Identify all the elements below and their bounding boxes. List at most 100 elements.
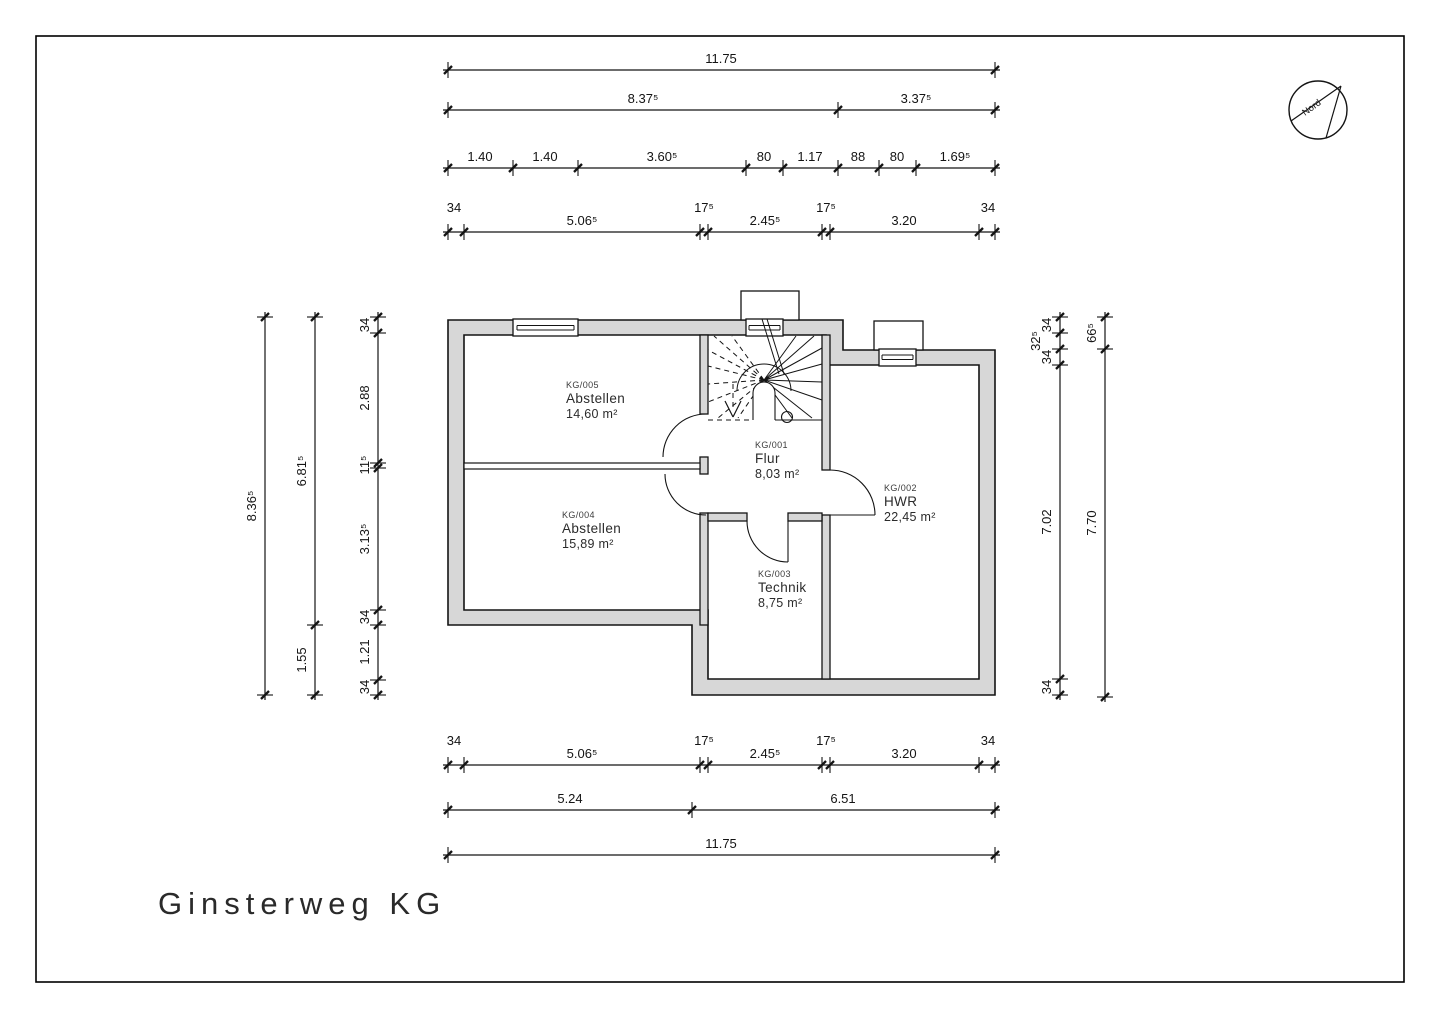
dimension-label: 6.51 <box>830 791 856 806</box>
dimension-line <box>373 620 383 630</box>
dimension-label: 80 <box>889 149 905 164</box>
dimension-label: 11.75 <box>705 836 737 851</box>
room-name: Abstellen <box>562 521 622 536</box>
dimension-line <box>443 105 453 115</box>
room-area: 8,75 m² <box>758 596 803 610</box>
dimension-line <box>443 760 453 770</box>
dimension-label: 17⁵ <box>816 733 836 748</box>
room-id: KG/002 <box>884 483 917 493</box>
room-label-abstellen-005: KG/005 Abstellen 14,60 m² <box>566 380 625 421</box>
partition-wall <box>463 462 701 470</box>
windows <box>512 290 924 367</box>
dimension-line <box>1100 344 1110 354</box>
dimension-label: 32⁵ <box>1028 331 1043 351</box>
door-arc-hwr <box>829 469 876 516</box>
dimension-line <box>1100 692 1110 702</box>
dimension-label: 34 <box>357 679 372 695</box>
dimension-label: 34 <box>446 733 462 748</box>
dimension-label: 66⁵ <box>1084 323 1099 343</box>
dimension-line <box>1055 312 1065 322</box>
dimension-label: 3.60⁵ <box>646 149 678 164</box>
dimension-label: 34 <box>1039 679 1054 695</box>
room-id: KG/004 <box>562 510 595 520</box>
dimension-label: 11⁵ <box>357 455 372 475</box>
stair-treads-upper-dashed <box>707 335 765 421</box>
dimension-line <box>990 105 1000 115</box>
staircase <box>707 318 823 424</box>
dimension-line <box>310 312 320 322</box>
room-id: KG/005 <box>566 380 599 390</box>
dimension-line <box>990 760 1000 770</box>
dimension-line <box>373 675 383 685</box>
dimension-line <box>974 760 984 770</box>
dimension-label: 17⁵ <box>816 200 836 215</box>
dimension-line <box>459 227 469 237</box>
window-abstellen <box>512 318 579 337</box>
dimension-label: 1.40 <box>467 149 493 164</box>
dimension-line <box>990 65 1000 75</box>
dimension-label: 7.70 <box>1084 510 1099 536</box>
dimension-label: 34 <box>1039 317 1054 333</box>
dimension-label: 5.06⁵ <box>566 746 598 761</box>
dimension-line <box>817 227 827 237</box>
dimension-line <box>260 690 270 700</box>
dimension-label: 34 <box>446 200 462 215</box>
dimension-label: 80 <box>756 149 772 164</box>
dimension-label: 5.24 <box>557 791 583 806</box>
dimension-line <box>1055 344 1065 354</box>
dimension-label: 1.17 <box>797 149 823 164</box>
room-area: 14,60 m² <box>566 407 618 421</box>
dimension-label: 3.20 <box>891 746 917 761</box>
room-label-abstellen-004: KG/004 Abstellen 15,89 m² <box>562 510 621 551</box>
door-arc-technik <box>746 520 789 563</box>
dimension-line <box>990 805 1000 815</box>
dimension-line <box>260 312 270 322</box>
room-area: 22,45 m² <box>884 510 936 524</box>
dimension-line <box>911 163 921 173</box>
dimension-line <box>974 227 984 237</box>
room-name: Abstellen <box>566 391 626 406</box>
dimension-label: 34 <box>980 200 996 215</box>
sheet-title: Ginsterweg KG <box>158 886 447 921</box>
room-label-hwr: KG/002 HWR 22,45 m² <box>884 483 936 524</box>
dimension-line <box>1055 360 1065 370</box>
dimension-label: 2.88 <box>357 385 372 411</box>
dimension-label: 34 <box>357 317 372 333</box>
dimension-label: 2.45⁵ <box>749 213 781 228</box>
dimension-label: 8.37⁵ <box>627 91 659 106</box>
dimension-line <box>508 163 518 173</box>
dimension-line <box>687 805 697 815</box>
stair-start-circle <box>780 410 794 424</box>
dimension-label: 3.20 <box>891 213 917 228</box>
dimension-label: 17⁵ <box>694 200 714 215</box>
dimension-lines <box>257 62 1113 863</box>
dimension-line <box>1055 690 1065 700</box>
dimension-line <box>373 605 383 615</box>
dimension-line <box>833 105 843 115</box>
dimension-line <box>778 163 788 173</box>
dimension-line <box>443 850 453 860</box>
dimension-line <box>990 850 1000 860</box>
dimension-line <box>1100 312 1110 322</box>
dimension-line <box>373 690 383 700</box>
dimension-line <box>703 227 713 237</box>
doors <box>662 413 876 563</box>
dimension-line <box>695 760 705 770</box>
room-name: HWR <box>884 494 918 509</box>
dimension-label: 1.40 <box>532 149 558 164</box>
dimension-line <box>373 458 383 468</box>
room-name: Flur <box>755 451 780 466</box>
dimension-line <box>310 620 320 630</box>
north-circle <box>1288 80 1348 140</box>
dimension-line <box>874 163 884 173</box>
dimension-label: 2.45⁵ <box>749 746 781 761</box>
room-area: 8,03 m² <box>755 467 800 481</box>
dimension-label: 8.36⁵ <box>244 490 259 522</box>
dimension-line <box>825 760 835 770</box>
north-arrow: Nord <box>1288 80 1348 140</box>
sheet-border <box>35 35 1405 983</box>
dimension-line <box>741 163 751 173</box>
dimension-line <box>443 227 453 237</box>
